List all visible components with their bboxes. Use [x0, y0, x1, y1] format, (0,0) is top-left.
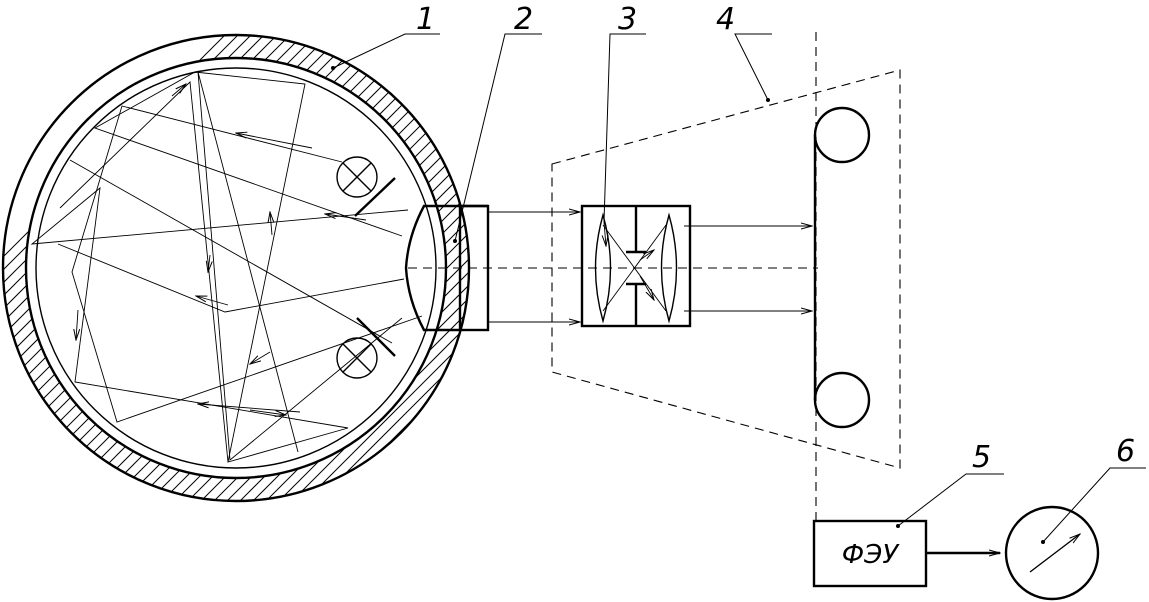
callout-6-label: 6	[1116, 434, 1135, 469]
reflected-rays	[30, 71, 423, 463]
callout-4: 4	[716, 2, 772, 102]
hatch-line	[258, 35, 469, 501]
hatch-line	[688, 0, 1149, 560]
hatch-line	[3, 35, 469, 501]
hatch-line	[3, 35, 339, 501]
lamp-bottom	[336, 317, 396, 379]
hatch-line	[740, 0, 1149, 560]
hatch-line	[76, 35, 469, 501]
callout-3: 3	[603, 2, 646, 223]
hatch-line	[701, 0, 1149, 560]
hatch-line	[63, 35, 469, 501]
hatch-line	[3, 35, 326, 501]
hatch-line	[466, 35, 469, 501]
hatch-line	[3, 35, 391, 501]
hatch-line	[792, 0, 1149, 560]
hatch-line	[271, 35, 469, 501]
roller-bottom	[813, 371, 871, 429]
hatch-line	[102, 35, 469, 501]
hatch-line	[506, 0, 1066, 560]
meter-needle-icon	[1029, 534, 1080, 573]
hatch-line	[532, 0, 1092, 560]
lamp-top	[336, 156, 396, 217]
baffle-top	[354, 177, 396, 217]
hatch-line	[584, 0, 1144, 560]
hatch-line	[193, 35, 469, 501]
callout-6: 6	[1042, 434, 1146, 543]
hatch-line	[493, 0, 1053, 560]
hatch-line	[232, 35, 469, 501]
hatch-line	[727, 0, 1149, 560]
hatch-line	[3, 35, 352, 501]
pmt-block: ФЭУ	[812, 519, 928, 588]
hatch-line	[571, 0, 1131, 560]
hatch-line	[141, 35, 469, 501]
hatch-line	[3, 35, 443, 501]
hatch-line	[414, 35, 469, 501]
lens-1	[594, 212, 612, 324]
baffle-bottom	[356, 317, 396, 357]
tape-transport	[813, 106, 871, 429]
sphere-wall-hatching	[3, 0, 1149, 560]
hatch-line	[336, 35, 469, 501]
callout-2-label: 2	[514, 2, 533, 37]
hatch-line	[3, 35, 469, 501]
hatch-line	[3, 35, 469, 501]
hatch-line	[675, 0, 1149, 560]
hatch-line	[388, 35, 469, 501]
hatch-line	[3, 35, 300, 501]
hatch-line	[623, 0, 1149, 560]
hatch-line	[3, 35, 456, 501]
integrating-sphere	[1, 0, 1149, 560]
roller-top	[813, 106, 871, 164]
port-neck	[404, 204, 460, 332]
hatch-line	[636, 0, 1149, 560]
hatch-line	[349, 35, 469, 501]
enclosure-4	[551, 69, 901, 469]
hatch-line	[453, 35, 469, 501]
hatch-line	[519, 0, 1079, 560]
callout-2: 2	[454, 2, 542, 242]
hatch-line	[310, 35, 469, 501]
lens-2	[660, 212, 678, 324]
sphere-inner-surface	[35, 67, 437, 469]
hatch-line	[245, 35, 469, 501]
callout-4-label: 4	[716, 2, 735, 37]
hatch-line	[662, 0, 1149, 560]
hatch-line	[167, 35, 469, 501]
hatch-line	[427, 35, 469, 501]
hatch-line	[3, 35, 365, 501]
callout-5-label: 5	[972, 440, 991, 475]
hatch-line	[440, 35, 469, 501]
hatch-line	[3, 35, 287, 501]
hatch-line	[37, 35, 469, 501]
hatch-line	[753, 0, 1149, 560]
hatch-line	[297, 35, 469, 501]
hatch-line	[597, 0, 1149, 560]
hatch-line	[714, 0, 1149, 560]
hatch-line	[401, 35, 469, 501]
hatch-line	[284, 35, 469, 501]
lens-system	[580, 204, 692, 328]
hatch-line	[649, 0, 1149, 560]
hatch-line	[545, 0, 1105, 560]
callout-5: 5	[896, 440, 1004, 528]
callout-1-label: 1	[416, 2, 435, 37]
pmt-label: ФЭУ	[842, 540, 901, 570]
callout-3-label: 3	[618, 2, 637, 37]
hatch-line	[3, 35, 469, 501]
hatch-line	[766, 0, 1149, 560]
meter-gauge	[1004, 505, 1100, 601]
sphere-wall-inner-edge	[24, 56, 448, 480]
hatch-line	[219, 35, 469, 501]
callout-1: 1	[331, 2, 440, 70]
